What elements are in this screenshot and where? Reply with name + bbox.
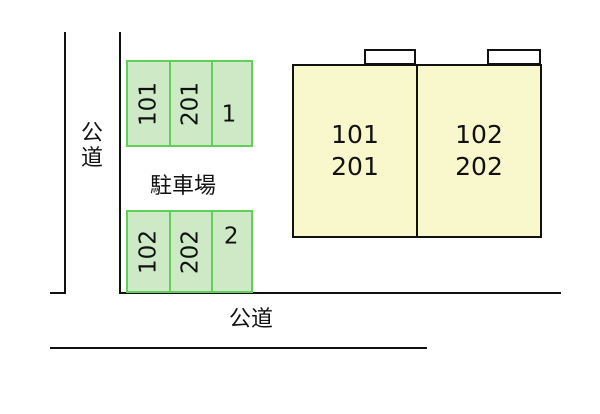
left-road-inner-line bbox=[119, 32, 121, 294]
parking-space-label: 102 bbox=[135, 229, 161, 274]
building-unit-102-202: 102 202 bbox=[416, 64, 542, 238]
unit-number: 101 bbox=[331, 119, 379, 149]
bottom-road-top-line bbox=[119, 292, 561, 294]
parking-space-label: 201 bbox=[177, 81, 204, 126]
left-road-label-top: 公 bbox=[80, 121, 103, 146]
bottom-road-bottom-line bbox=[50, 347, 427, 349]
bottom-road-label: 公道 bbox=[229, 307, 274, 332]
left-road-stub-line bbox=[50, 292, 66, 294]
left-road-label: 公 道 bbox=[79, 121, 105, 172]
parking-space-label: 101 bbox=[135, 81, 161, 126]
parking-space-2: 2 bbox=[211, 210, 253, 293]
left-road-outer-line bbox=[64, 32, 66, 294]
parking-space-1: 1 bbox=[211, 60, 253, 147]
parking-space-label: 2 bbox=[223, 223, 239, 250]
parking-space-label: 1 bbox=[221, 101, 237, 128]
building-unit-101-201: 101 201 bbox=[292, 64, 418, 238]
parking-space-102: 102 bbox=[126, 210, 171, 293]
parking-space-202: 202 bbox=[169, 210, 213, 293]
unit-number: 202 bbox=[455, 152, 503, 181]
unit-number: 102 bbox=[455, 119, 503, 149]
parking-space-101: 101 bbox=[126, 60, 171, 147]
building-entrance-1 bbox=[364, 49, 416, 65]
parking-lot-label: 駐車場 bbox=[150, 174, 217, 199]
parking-space-201: 201 bbox=[169, 60, 213, 147]
building-entrance-2 bbox=[487, 49, 541, 65]
unit-number: 201 bbox=[331, 152, 379, 181]
parking-space-label: 202 bbox=[177, 229, 204, 274]
left-road-label-bottom: 道 bbox=[80, 146, 103, 172]
